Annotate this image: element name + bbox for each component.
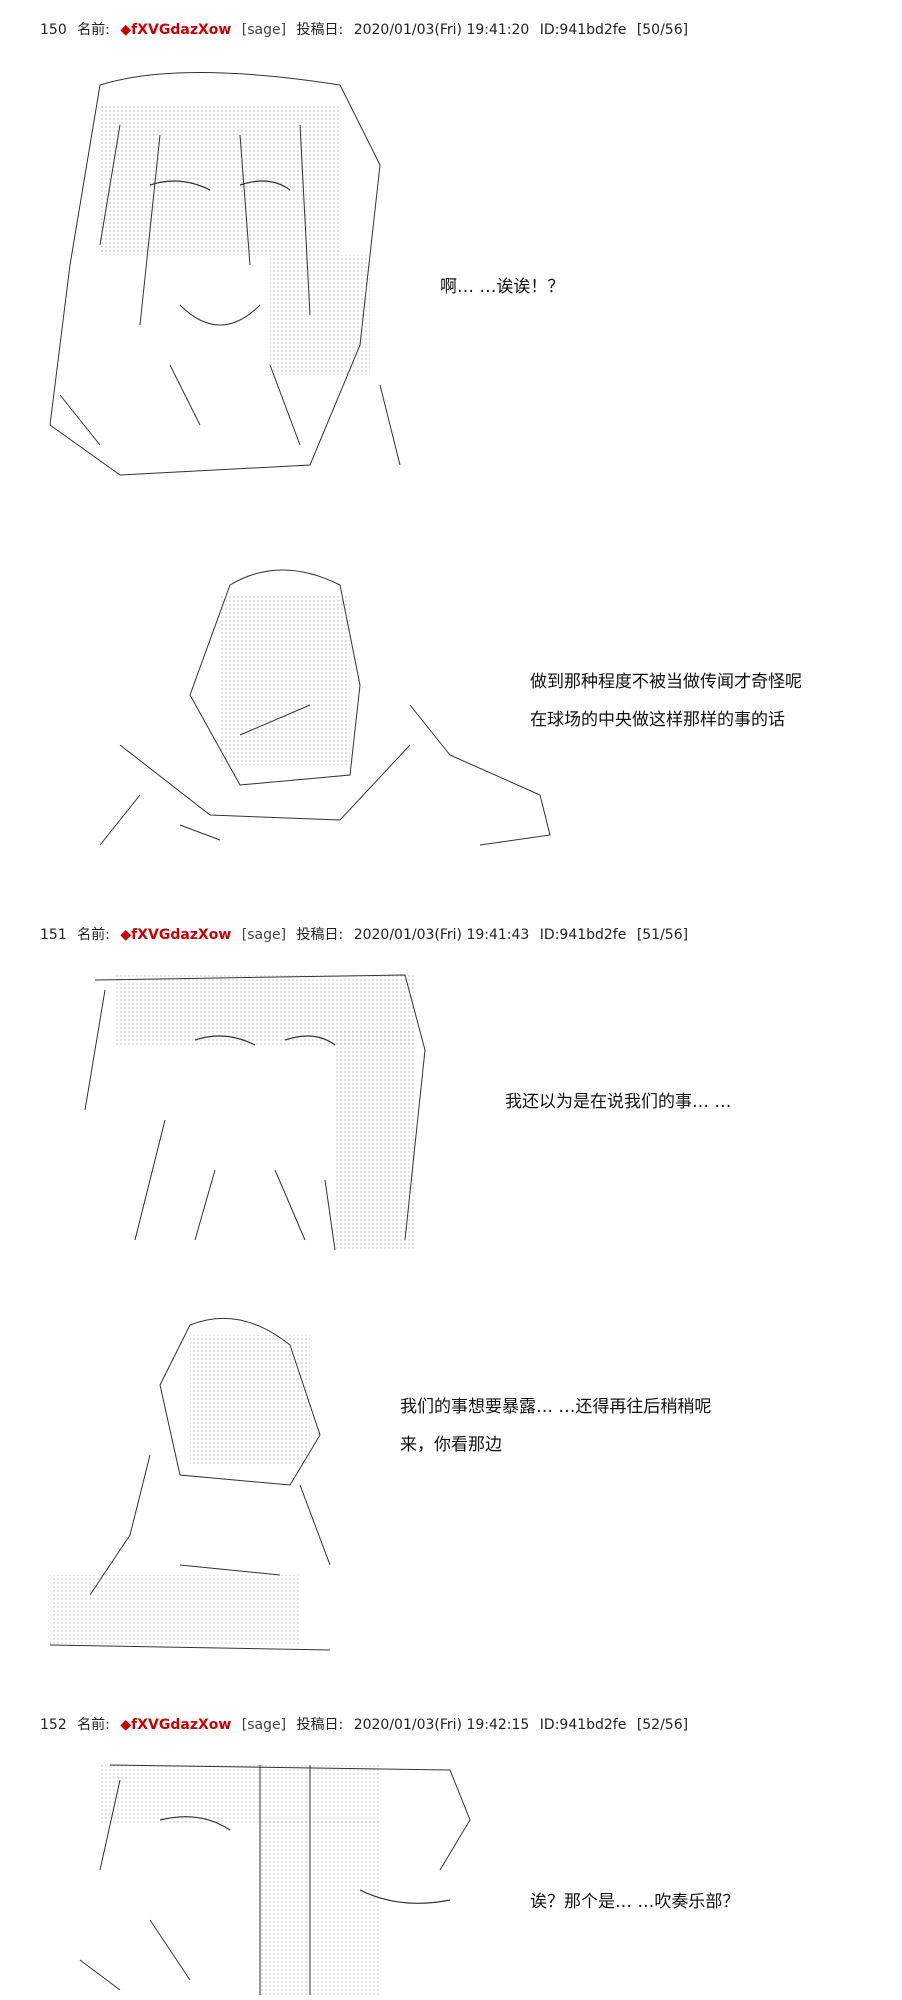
post-number: 150 — [40, 22, 67, 38]
dialogue-line: 在球场的中央做这样那样的事的话 — [530, 710, 785, 730]
poster-trip: fXVGdazXow — [131, 1717, 232, 1733]
dialogue-line: 啊… …诶诶！？ — [440, 277, 565, 297]
post-date: 2020/01/03(Fri) 19:41:43 — [353, 927, 530, 943]
post-date: 2020/01/03(Fri) 19:41:20 — [353, 22, 530, 38]
date-label: 投稿日: — [296, 22, 344, 38]
poster-trip: fXVGdazXow — [131, 927, 232, 943]
date-label: 投稿日: — [296, 1717, 344, 1733]
post-count: [52/56] — [636, 1717, 689, 1733]
post-count: [50/56] — [636, 22, 689, 38]
dialogue-box: 我还以为是在说我们的事… … — [505, 1090, 731, 1128]
date-label: 投稿日: — [296, 927, 344, 943]
post-id: ID:941bd2fe — [539, 22, 627, 38]
ascii-art-figure — [40, 1305, 360, 1655]
post-date: 2020/01/03(Fri) 19:42:15 — [353, 1717, 530, 1733]
dialogue-line: 做到那种程度不被当做传闻才奇怪呢 — [530, 672, 802, 692]
sage-tag: [sage] — [241, 927, 287, 943]
name-label: 名前: — [77, 22, 110, 38]
ascii-art-figure — [75, 970, 435, 1255]
ascii-art-figure — [40, 65, 420, 485]
poster-name[interactable]: ◆fXVGdazXow — [120, 1717, 231, 1733]
ascii-art-figure — [80, 555, 560, 855]
post-id: ID:941bd2fe — [539, 927, 627, 943]
diamond-icon: ◆ — [120, 22, 132, 38]
post-id: ID:941bd2fe — [539, 1717, 627, 1733]
dialogue-box: 我们的事想要暴露… …还得再往后稍稍呢 来，你看那边 — [400, 1395, 711, 1471]
dialogue-box: 诶？那个是… …吹奏乐部？ — [530, 1890, 739, 1928]
poster-name[interactable]: ◆fXVGdazXow — [120, 927, 231, 943]
dialogue-line: 我们的事想要暴露… …还得再往后稍稍呢 — [400, 1397, 712, 1417]
poster-trip: fXVGdazXow — [131, 22, 232, 38]
dialogue-box: 啊… …诶诶！？ — [440, 275, 564, 313]
sage-tag: [sage] — [241, 1717, 287, 1733]
dialogue-line: 诶？那个是… …吹奏乐部？ — [530, 1892, 740, 1912]
ascii-art-figure — [60, 1760, 500, 2000]
post-header-150: 150 名前: ◆fXVGdazXow [sage] 投稿日: 2020/01/… — [40, 20, 694, 40]
poster-name[interactable]: ◆fXVGdazXow — [120, 22, 231, 38]
sage-tag: [sage] — [241, 22, 287, 38]
dialogue-box: 做到那种程度不被当做传闻才奇怪呢 在球场的中央做这样那样的事的话 — [530, 670, 802, 746]
diamond-icon: ◆ — [120, 1717, 132, 1733]
name-label: 名前: — [77, 1717, 110, 1733]
name-label: 名前: — [77, 927, 110, 943]
dialogue-line: 来，你看那边 — [400, 1435, 502, 1455]
post-header-151: 151 名前: ◆fXVGdazXow [sage] 投稿日: 2020/01/… — [40, 925, 694, 945]
dialogue-line: 我还以为是在说我们的事… … — [505, 1092, 732, 1112]
diamond-icon: ◆ — [120, 927, 132, 943]
post-header-152: 152 名前: ◆fXVGdazXow [sage] 投稿日: 2020/01/… — [40, 1715, 694, 1735]
post-number: 152 — [40, 1717, 67, 1733]
post-count: [51/56] — [636, 927, 689, 943]
post-number: 151 — [40, 927, 67, 943]
